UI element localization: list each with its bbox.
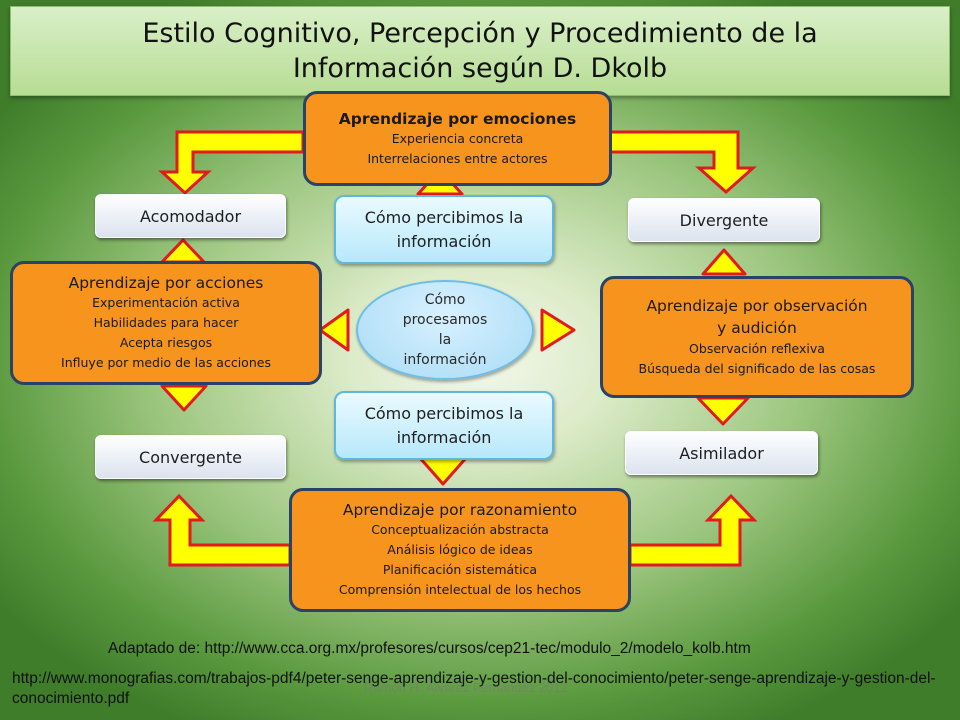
percibimos-bottom-line-1: Cómo percibimos la <box>364 403 524 423</box>
watermark: Ramón H. Álvarez Fernández 2012 <box>364 680 568 695</box>
procesamos-line-1: Cómo <box>424 292 466 308</box>
elbow-arrow-top-left <box>158 130 305 196</box>
triangle-down-percibimos <box>418 456 468 486</box>
observacion-line-2: Búsqueda del significado de las cosas <box>638 361 876 376</box>
elbow-arrow-bottom-left <box>152 493 292 567</box>
source-adapted: Adaptado de: http://www.cca.org.mx/profe… <box>108 640 751 657</box>
box-observacion: Aprendizaje por observación y audición O… <box>600 276 914 398</box>
razonamiento-line-2: Análisis lógico de ideas <box>387 542 533 557</box>
source-monografias: http://www.monografias.com/trabajos-pdf4… <box>12 670 936 707</box>
percibimos-bottom-line-2: información <box>396 427 492 447</box>
procesamos-line-4: información <box>403 352 487 368</box>
procesamos-line-3: la <box>438 332 452 348</box>
acciones-line-3: Acepta riesgos <box>119 335 213 350</box>
style-divergente: Divergente <box>628 198 820 242</box>
percibimos-top: Cómo percibimos la información <box>334 195 554 264</box>
box-razonamiento: Aprendizaje por razonamiento Conceptuali… <box>289 488 631 612</box>
style-acomodador: Acomodador <box>95 194 286 238</box>
triangle-down-acciones <box>160 384 208 412</box>
percibimos-top-line-2: información <box>396 231 492 251</box>
percibimos-top-line-1: Cómo percibimos la <box>364 207 524 227</box>
triangle-up-divergente <box>701 248 747 276</box>
triangle-down-observacion <box>696 396 750 426</box>
page-title: Estilo Cognitivo, Percepción y Procedimi… <box>10 6 950 96</box>
observacion-title-1: Aprendizaje por observación <box>646 297 868 315</box>
style-convergente: Convergente <box>95 435 286 479</box>
observacion-title-2: y audición <box>717 319 797 337</box>
triangle-up-acomodador <box>160 238 206 264</box>
emociones-title: Aprendizaje por emociones <box>338 109 577 128</box>
title-line-1: Estilo Cognitivo, Percepción y Procedimi… <box>142 17 818 49</box>
emociones-line-2: Interrelaciones entre actores <box>367 150 548 166</box>
elbow-arrow-bottom-right <box>628 493 758 567</box>
observacion-line-1: Observación reflexiva <box>689 341 825 356</box>
triangle-right-procesamos <box>540 308 576 352</box>
emociones-line-1: Experiencia concreta <box>391 130 524 146</box>
title-line-2: Información según D. Dkolb <box>292 53 668 84</box>
elbow-arrow-top-right <box>608 130 757 195</box>
acciones-line-2: Habilidades para hacer <box>93 315 239 330</box>
acciones-line-1: Experimentación activa <box>92 295 240 310</box>
percibimos-bottom: Cómo percibimos la información <box>334 391 554 460</box>
acciones-line-4: Influye por medio de las acciones <box>61 355 271 370</box>
razonamiento-line-3: Planificación sistemática <box>382 562 538 577</box>
razonamiento-title: Aprendizaje por razonamiento <box>342 501 578 519</box>
box-emociones: Aprendizaje por emociones Experiencia co… <box>303 91 612 186</box>
style-asimilador: Asimilador <box>625 431 818 475</box>
acciones-title: Aprendizaje por acciones <box>68 274 264 292</box>
procesamos-ellipse: Cómo procesamos la información <box>356 280 534 380</box>
box-acciones: Aprendizaje por acciones Experimentación… <box>10 261 322 385</box>
procesamos-line-2: procesamos <box>402 312 488 328</box>
razonamiento-line-1: Conceptualización abstracta <box>371 522 549 537</box>
razonamiento-line-4: Comprensión intelectual de los hechos <box>338 582 582 597</box>
triangle-left-procesamos <box>318 308 350 352</box>
